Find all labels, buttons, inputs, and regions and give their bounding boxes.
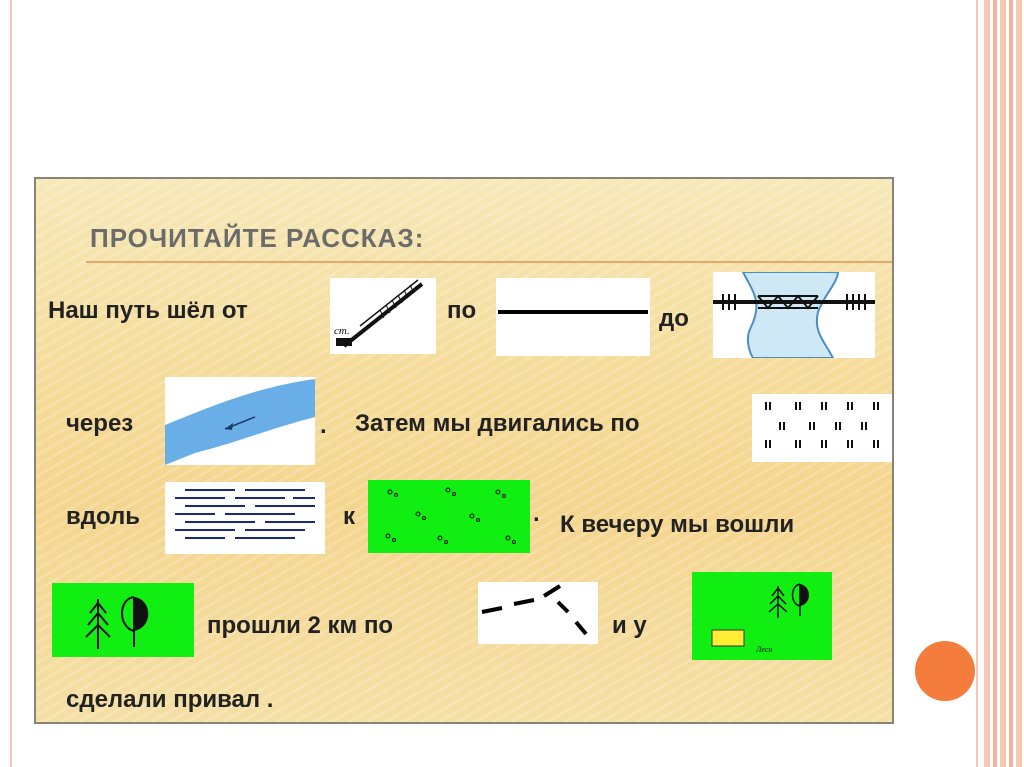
trail-icon xyxy=(478,582,598,644)
decorative-stripes xyxy=(984,0,1024,767)
line2-text3: Затем мы двигались по xyxy=(355,410,640,437)
line1-text1: Наш путь шёл от xyxy=(48,297,248,324)
river-icon xyxy=(165,377,315,465)
road-icon xyxy=(496,278,650,356)
line2-text1: через xyxy=(66,410,134,437)
meadow-icon xyxy=(752,394,892,462)
line3-text1: вдоль xyxy=(66,503,141,530)
swamp-icon xyxy=(165,482,325,554)
line3-text4: К вечеру мы вошли xyxy=(560,511,795,538)
line3-text2: к xyxy=(343,503,356,530)
line1-text3: до xyxy=(659,305,689,332)
station-label: ст. xyxy=(334,325,350,337)
line3-text3: . xyxy=(533,500,540,527)
slide-title: ПРОЧИТАЙТЕ РАССКАЗ: xyxy=(90,223,425,253)
line1-text2: по xyxy=(447,297,477,324)
house-label: Лесн xyxy=(755,645,772,654)
title-underline xyxy=(86,261,892,263)
mixed-forest-icon xyxy=(52,583,194,657)
line5-text1: сделали привал . xyxy=(66,686,274,713)
line2-text2: . xyxy=(320,412,327,439)
line4-text2: и у xyxy=(612,612,647,639)
line4-text1: прошли 2 км по xyxy=(207,612,394,639)
forester-house-icon: Лесн xyxy=(692,572,832,660)
grassland-icon xyxy=(368,480,530,553)
railway-station-icon: ст. xyxy=(330,278,436,354)
bridge-icon xyxy=(713,272,875,358)
decorative-circle xyxy=(915,641,975,701)
